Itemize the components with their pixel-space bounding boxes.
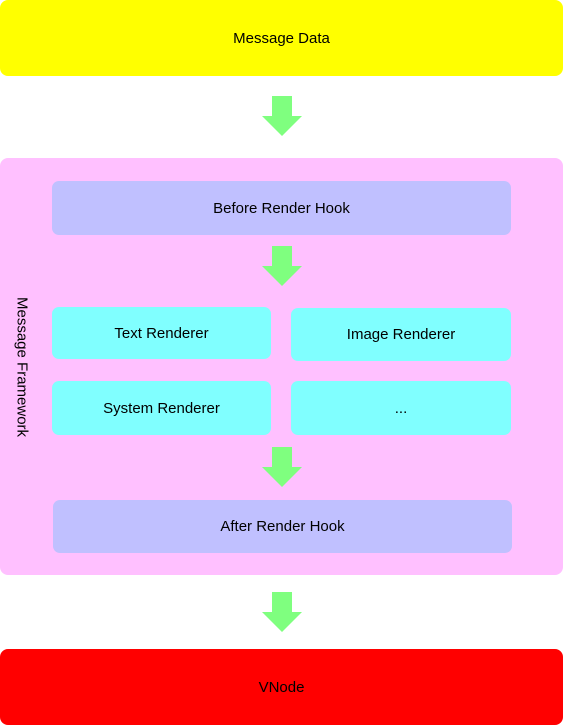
- arrow-down-icon: [262, 246, 302, 286]
- before-render-hook-label: Before Render Hook: [213, 199, 350, 217]
- after-render-hook-label: After Render Hook: [220, 518, 345, 535]
- vnode-label: VNode: [258, 678, 305, 696]
- arrow-down-icon: [262, 96, 302, 136]
- image-renderer-box: Image Renderer: [291, 308, 511, 361]
- arrow-down-icon: [262, 592, 302, 632]
- message-data-box: Message Data: [0, 0, 563, 76]
- message-data-label: Message Data: [233, 29, 330, 47]
- message-framework-label: Message Framework: [4, 292, 40, 442]
- before-render-hook-box: Before Render Hook: [52, 181, 511, 235]
- image-renderer-label: Image Renderer: [346, 326, 456, 343]
- message-framework-text: Message Framework: [13, 296, 31, 438]
- text-renderer-box: Text Renderer: [52, 307, 271, 359]
- vnode-box: VNode: [0, 649, 563, 725]
- text-renderer-label: Text Renderer: [114, 324, 209, 342]
- after-render-hook-box: After Render Hook: [53, 500, 512, 553]
- system-renderer-box: System Renderer: [52, 381, 271, 435]
- more-renderers-label: ...: [394, 399, 408, 417]
- system-renderer-label: System Renderer: [103, 399, 220, 417]
- more-renderers-box: ...: [291, 381, 511, 435]
- arrow-down-icon: [262, 447, 302, 487]
